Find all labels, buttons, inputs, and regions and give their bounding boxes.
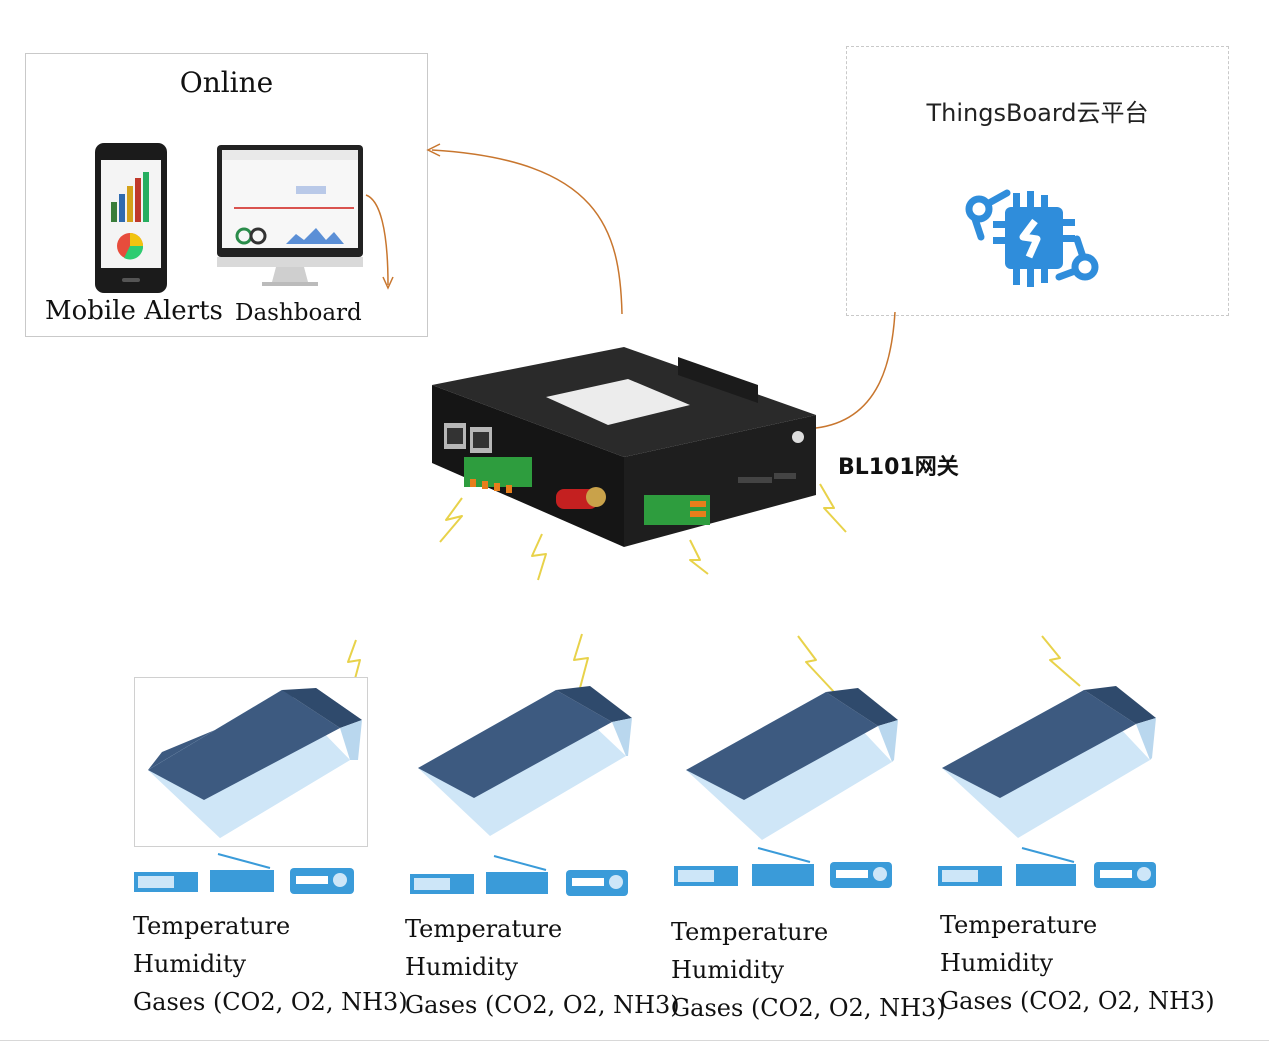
lightning-icon xyxy=(347,639,361,691)
house-icon xyxy=(686,688,898,840)
dashboard-monitor-icon xyxy=(217,145,363,286)
sensor-humidity: Humidity xyxy=(405,953,519,981)
cloud-link-line xyxy=(815,311,896,429)
sensor-humidity: Humidity xyxy=(940,949,1054,977)
gateway-label: BL101网关 xyxy=(838,455,959,480)
lightning-icon xyxy=(1041,635,1081,687)
sensor-gases: Gases (CO2, O2, NH3) xyxy=(671,994,946,1022)
lightning-icon xyxy=(531,533,547,581)
house-icon xyxy=(942,686,1156,838)
cloud-platform-panel: ThingsBoard云平台 xyxy=(846,46,1229,316)
cloud-platform-title: ThingsBoard云平台 xyxy=(926,99,1149,127)
sensor-temperature: Temperature xyxy=(133,912,291,940)
lightning-icon xyxy=(819,483,847,533)
sensor-temperature: Temperature xyxy=(405,915,563,943)
mobile-alerts-label: Mobile Alerts xyxy=(45,296,223,326)
sensor-label-1: Temperature Humidity Gases (CO2, O2, NH3… xyxy=(133,907,408,1021)
sensor-gases: Gases (CO2, O2, NH3) xyxy=(940,987,1215,1015)
online-panel: Online Mobile Alerts Dashboard xyxy=(25,53,428,337)
lightning-icon xyxy=(797,635,835,693)
dashboard-label: Dashboard xyxy=(235,300,362,326)
sensor-gases: Gases (CO2, O2, NH3) xyxy=(405,991,680,1019)
bottom-divider xyxy=(0,1040,1269,1041)
sensor-temperature: Temperature xyxy=(671,918,829,946)
lightning-icon xyxy=(439,497,463,543)
sensor-temperature: Temperature xyxy=(940,911,1098,939)
gateway-device xyxy=(432,347,816,547)
lightning-icon xyxy=(573,633,589,689)
chip-network-icon xyxy=(965,189,1099,287)
sensor-label-2: Temperature Humidity Gases (CO2, O2, NH3… xyxy=(405,910,680,1024)
mobile-phone-icon xyxy=(95,143,167,293)
sensor-label-4: Temperature Humidity Gases (CO2, O2, NH3… xyxy=(940,906,1215,1020)
house-icon xyxy=(148,688,362,838)
sensor-gases: Gases (CO2, O2, NH3) xyxy=(133,988,408,1016)
sensor-humidity: Humidity xyxy=(671,956,785,984)
online-title: Online xyxy=(179,66,274,99)
sensor-label-3: Temperature Humidity Gases (CO2, O2, NH3… xyxy=(671,913,946,1027)
sensor-devices xyxy=(134,847,1156,896)
dashboard-arrow xyxy=(365,194,389,286)
uplink-arrow xyxy=(431,149,623,315)
house-icon xyxy=(418,686,632,836)
sensor-humidity: Humidity xyxy=(133,950,247,978)
lightning-icon xyxy=(689,539,709,575)
